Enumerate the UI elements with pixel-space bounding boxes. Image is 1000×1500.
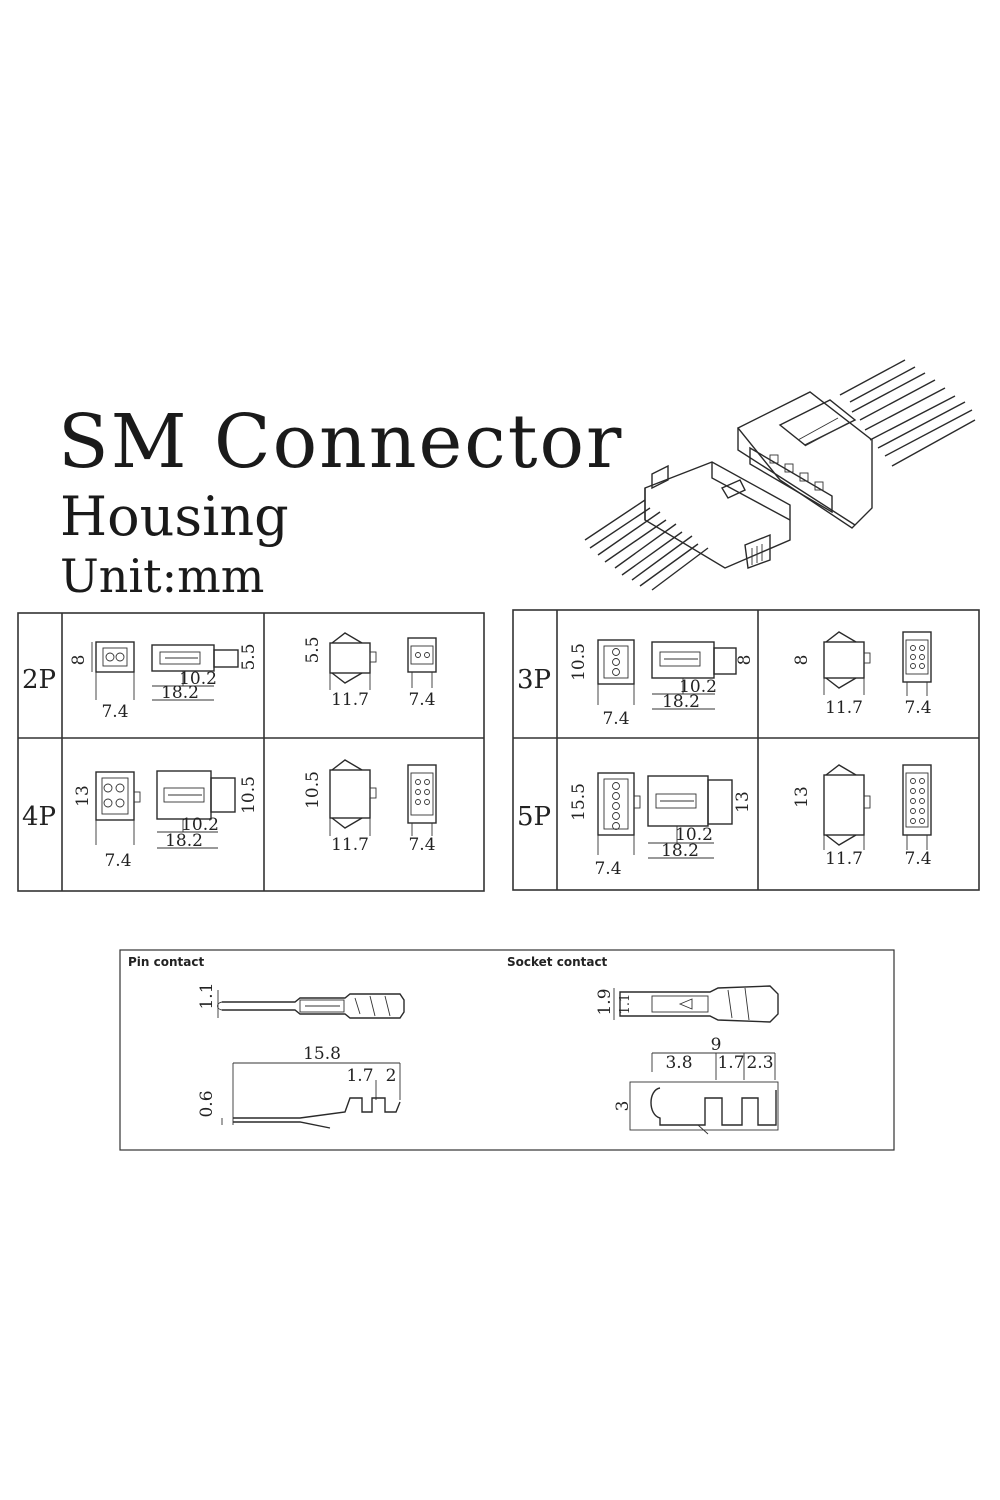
dim-4p-side-width: 11.7 bbox=[331, 835, 369, 855]
dim-2p-side-height: 5.5 bbox=[303, 636, 323, 663]
pin-contact-top-view bbox=[217, 990, 405, 1019]
row-label-2p: 2P bbox=[22, 665, 56, 695]
housing-table-left bbox=[17, 612, 485, 892]
female-front-2p bbox=[91, 641, 135, 700]
pin-top-dim: 1.1 bbox=[197, 982, 217, 1009]
dim-5p-side-width: 11.7 bbox=[825, 849, 863, 869]
female-front-5p bbox=[597, 772, 641, 855]
side-view-5p bbox=[823, 764, 871, 850]
socket-contact-label: Socket contact bbox=[507, 955, 608, 969]
page-subtitle: Housing bbox=[60, 485, 289, 548]
unit-label: Unit:mm bbox=[60, 549, 265, 603]
dim-5p-side-height: 13 bbox=[792, 786, 812, 808]
dim-2p-side-width: 11.7 bbox=[331, 690, 369, 710]
socket-dim-2: 1.7 bbox=[717, 1053, 744, 1073]
pin-contact-label: Pin contact bbox=[128, 955, 204, 969]
pin-length: 15.8 bbox=[303, 1044, 341, 1064]
dim-5p-female-width: 7.4 bbox=[594, 859, 621, 879]
side-view-3p bbox=[823, 631, 871, 695]
front-view-3p bbox=[902, 631, 932, 696]
side-view-2p bbox=[329, 632, 377, 690]
dim-3p-male-inner: 10.2 bbox=[679, 677, 717, 697]
male-side-2p bbox=[151, 644, 239, 701]
socket-top-dim: 1.9 bbox=[595, 988, 615, 1015]
row-label-3p: 3P bbox=[517, 665, 551, 695]
pin-dim-1: 1.7 bbox=[346, 1066, 373, 1086]
dim-3p-side-width: 11.7 bbox=[825, 698, 863, 718]
dim-2p-male-outer: 18.2 bbox=[161, 683, 199, 703]
socket-contact-side-view bbox=[629, 1052, 779, 1135]
dim-4p-male-inner: 10.2 bbox=[181, 815, 219, 835]
dim-4p-front-width: 7.4 bbox=[408, 835, 435, 855]
socket-inner-dim: 1.1 bbox=[618, 994, 633, 1015]
front-view-2p bbox=[407, 637, 437, 688]
dim-3p-front-width: 7.4 bbox=[904, 698, 931, 718]
dim-5p-male-outer: 18.2 bbox=[661, 841, 699, 861]
dim-4p-male-height: 10.5 bbox=[239, 776, 259, 814]
dim-5p-male-height: 13 bbox=[733, 791, 753, 813]
dim-3p-female-height: 10.5 bbox=[569, 643, 589, 681]
dim-2p-female-width: 7.4 bbox=[101, 702, 128, 722]
connector-illustration bbox=[584, 359, 976, 591]
dim-4p-side-height: 10.5 bbox=[303, 771, 323, 809]
dim-3p-female-width: 7.4 bbox=[602, 709, 629, 729]
dim-4p-female-height: 13 bbox=[73, 785, 93, 807]
pin-dim-2: 2 bbox=[386, 1066, 397, 1086]
dim-2p-female-height: 8 bbox=[69, 655, 89, 666]
dim-3p-male-height: 8 bbox=[735, 655, 755, 666]
dim-3p-side-height: 8 bbox=[792, 655, 812, 666]
row-label-5p: 5P bbox=[517, 802, 551, 832]
socket-dim-1: 3.8 bbox=[665, 1053, 692, 1073]
female-front-4p bbox=[95, 771, 141, 845]
socket-length: 9 bbox=[711, 1035, 722, 1055]
dim-5p-female-height: 15.5 bbox=[569, 783, 589, 821]
socket-contact-top-view bbox=[613, 985, 779, 1023]
front-view-5p bbox=[902, 764, 932, 850]
dim-2p-male-inner: 10.2 bbox=[179, 669, 217, 689]
dim-5p-front-width: 7.4 bbox=[904, 849, 931, 869]
socket-height: 3 bbox=[613, 1101, 633, 1112]
page-title: SM Connector bbox=[58, 399, 624, 485]
housing-table-right bbox=[512, 609, 980, 891]
pin-thickness: 0.6 bbox=[197, 1090, 217, 1117]
dim-4p-female-width: 7.4 bbox=[104, 851, 131, 871]
dim-2p-male-height: 5.5 bbox=[239, 643, 259, 670]
socket-dim-3: 2.3 bbox=[746, 1053, 773, 1073]
dim-3p-male-outer: 18.2 bbox=[662, 692, 700, 712]
dim-4p-male-outer: 18.2 bbox=[165, 831, 203, 851]
contacts-panel bbox=[119, 949, 895, 1151]
pin-contact-side-view bbox=[221, 1062, 401, 1129]
male-side-4p bbox=[156, 770, 236, 849]
male-side-5p bbox=[647, 775, 733, 859]
dim-5p-male-inner: 10.2 bbox=[675, 825, 713, 845]
row-label-4p: 4P bbox=[22, 802, 56, 832]
front-view-4p bbox=[407, 764, 437, 836]
side-view-4p bbox=[329, 759, 377, 836]
dim-2p-front-width: 7.4 bbox=[408, 690, 435, 710]
female-front-3p bbox=[597, 639, 635, 705]
male-side-3p bbox=[651, 641, 737, 710]
